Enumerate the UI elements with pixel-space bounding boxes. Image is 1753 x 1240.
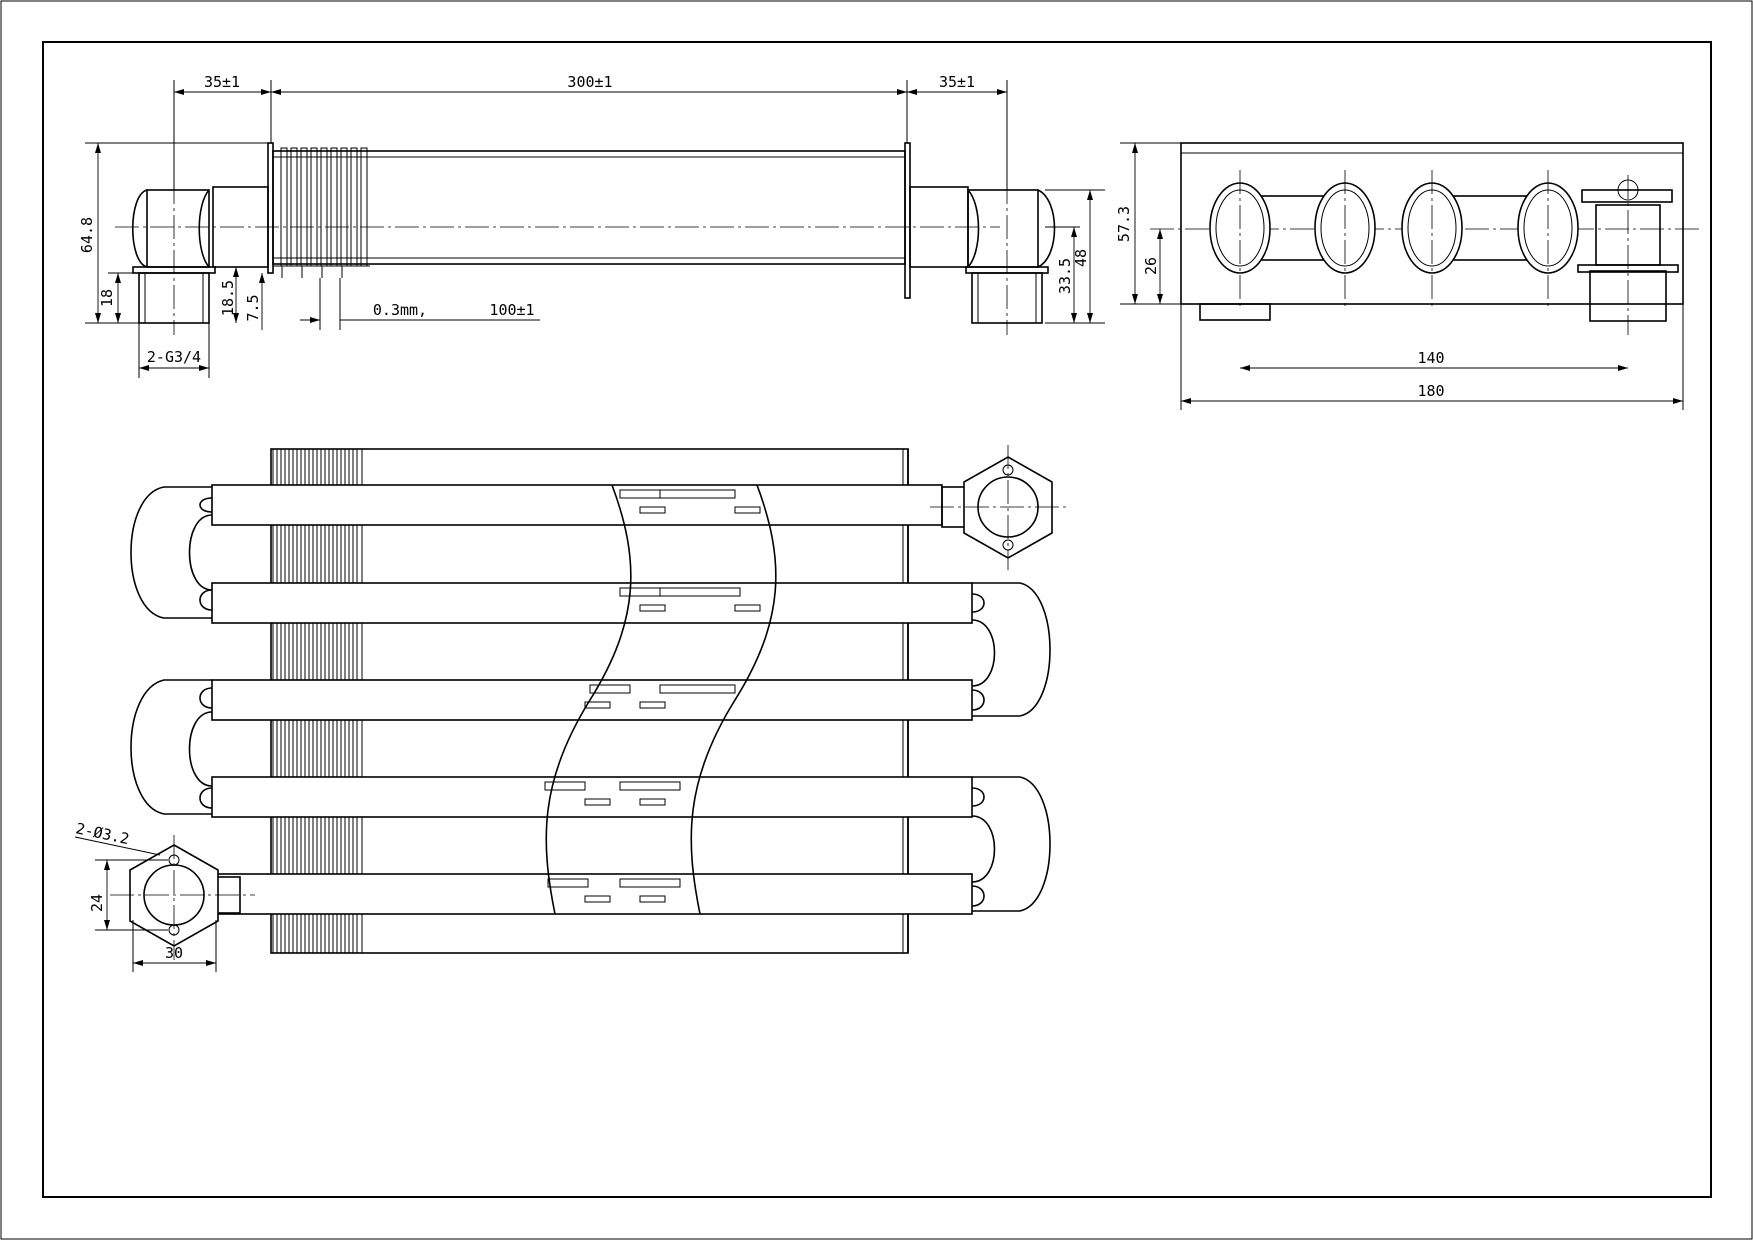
dim-right-height-b: 33.5: [1056, 258, 1074, 294]
dim-fin-zone-length: 100±1: [489, 301, 534, 319]
dim-flange-height: 24: [88, 894, 106, 912]
left-u-bends: [130, 486, 213, 815]
dim-height-total: 64.8: [78, 217, 96, 253]
dim-flange-offset: 18.5: [219, 280, 237, 316]
dim-side-hole-spacing: 140: [1417, 349, 1444, 367]
dim-fin-thickness: 0.3mm,: [373, 301, 427, 319]
fin-pack: [273, 147, 370, 278]
right-fitting: [909, 180, 1056, 335]
dim-end-length: 35±1: [204, 73, 240, 91]
dim-thread-spec: 2-G3/4: [147, 348, 201, 366]
dim-flange-gap: 7.5: [244, 294, 262, 321]
dim-side-width: 180: [1417, 382, 1444, 400]
break-section: [544, 484, 777, 915]
dim-end-length-right: 35±1: [939, 73, 975, 91]
top-right-flange: [930, 445, 1070, 570]
drawing-frame: [42, 41, 1712, 1198]
dim-thread-length: 18: [98, 289, 116, 307]
tube-rows: [211, 484, 973, 915]
bottom-left-flange: [110, 835, 255, 960]
top-view: 35±1 300±1 35±1 64.8 18 18.5 7.5 0.3mm, …: [78, 73, 1105, 378]
side-view: 57.3 26 140 180: [1115, 142, 1700, 410]
dim-body-length: 300±1: [567, 73, 612, 91]
dim-side-center: 26: [1142, 257, 1160, 275]
dim-right-height-a: 48: [1072, 249, 1090, 267]
right-u-bends: [971, 582, 1051, 912]
front-view: 2-Ø3.2 24 30: [74, 445, 1070, 972]
dim-flange-holes: 2-Ø3.2: [74, 819, 131, 848]
dim-side-height: 57.3: [1115, 206, 1133, 242]
dim-flange-width: 30: [165, 944, 183, 962]
